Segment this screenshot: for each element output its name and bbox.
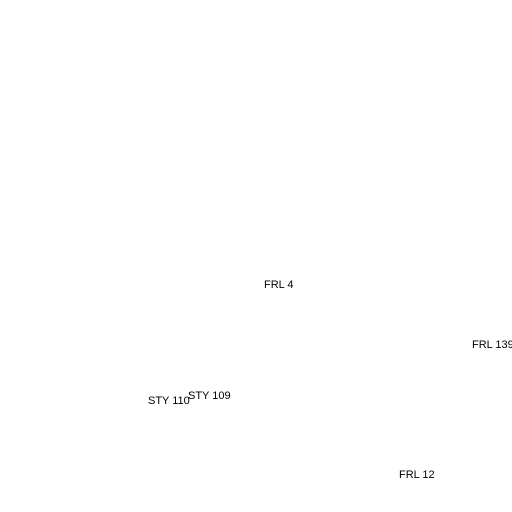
map-label-sty-110: STY 110 — [148, 395, 190, 407]
map-label-frl-4: FRL 4 — [264, 279, 294, 291]
map-label-sty-109: STY 109 — [188, 390, 231, 402]
map-label-frl-12: FRL 12 — [399, 469, 435, 481]
map-label-frl-139: FRL 139 — [472, 339, 512, 351]
